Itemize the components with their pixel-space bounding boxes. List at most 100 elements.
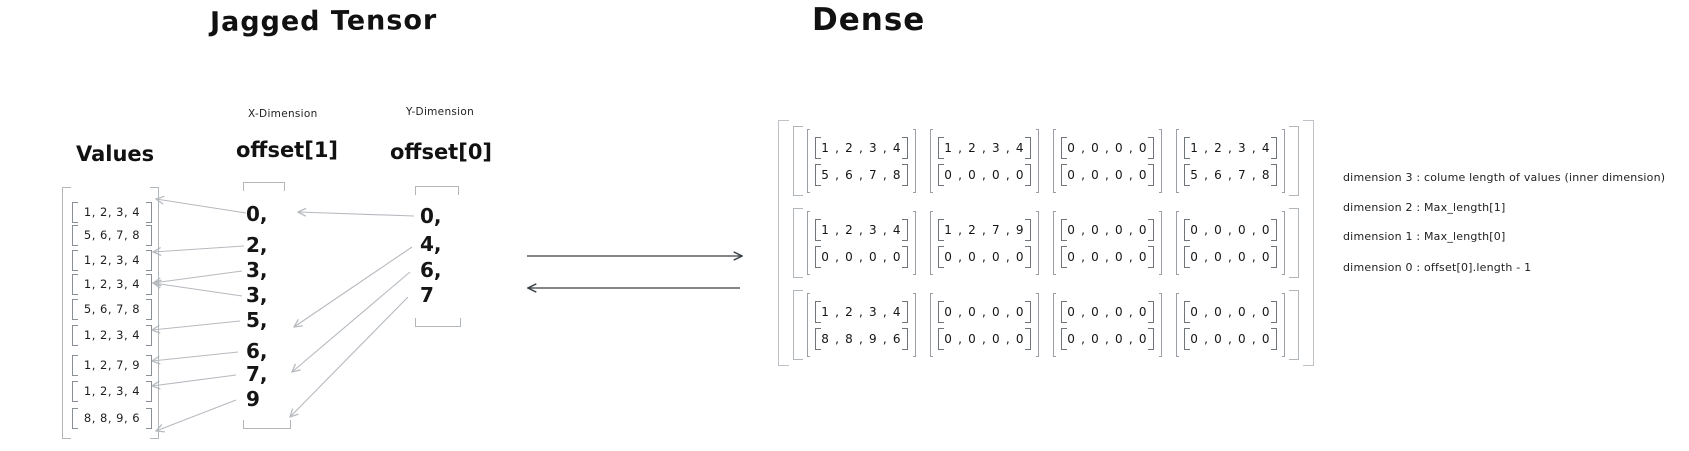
matrix-right-bracket-icon bbox=[1281, 211, 1285, 275]
right-bracket-icon bbox=[146, 202, 152, 223]
row-left-bracket-icon bbox=[793, 208, 803, 278]
matrix-left-bracket-icon bbox=[1176, 129, 1180, 193]
row-right-bracket-icon bbox=[1289, 290, 1299, 360]
vector-left-bracket-icon bbox=[938, 245, 945, 268]
values-row-text: 5, 6, 7, 8 bbox=[83, 228, 141, 242]
matrix-right-bracket-icon bbox=[1158, 129, 1162, 193]
vector-right-bracket-icon bbox=[1270, 136, 1277, 159]
annotation-dimension-1: dimension 1 : Max_length[0] bbox=[1343, 230, 1506, 243]
vector-left-bracket-icon bbox=[938, 300, 945, 323]
dense-title: Dense bbox=[812, 2, 926, 38]
vector-right-bracket-icon bbox=[901, 218, 908, 241]
vector-left-bracket-icon bbox=[1184, 218, 1191, 241]
vector-values: 1 , 2 , 7 , 9 bbox=[944, 222, 1025, 237]
dense-matrix: 1 , 2 , 3 , 4 5 , 6 , 7 , 8 bbox=[1176, 126, 1285, 196]
vector-right-bracket-icon bbox=[1147, 136, 1154, 159]
vector-right-bracket-icon bbox=[901, 136, 908, 159]
dense-matrix: 0 , 0 , 0 , 0 0 , 0 , 0 , 0 bbox=[1053, 126, 1162, 196]
values-row-text: 5, 6, 7, 8 bbox=[83, 302, 141, 316]
vector-left-bracket-icon bbox=[815, 300, 822, 323]
values-row-text: 1, 2, 3, 4 bbox=[83, 253, 141, 267]
vector-values: 1 , 2 , 3 , 4 bbox=[1190, 140, 1271, 155]
dense-matrix: 1 , 2 , 3 , 4 0 , 0 , 0 , 0 bbox=[930, 126, 1039, 196]
values-row: 1, 2, 7, 9 bbox=[72, 355, 152, 376]
offset1-bottom-bracket-icon bbox=[243, 420, 291, 429]
values-row-text: 8, 8, 9, 6 bbox=[83, 411, 141, 425]
matrix-left-bracket-icon bbox=[930, 211, 934, 275]
vector-left-bracket-icon bbox=[815, 163, 822, 186]
vector-values: 0 , 0 , 0 , 0 bbox=[1190, 249, 1271, 264]
vector-values: 0 , 0 , 0 , 0 bbox=[944, 167, 1025, 182]
vector-right-bracket-icon bbox=[1270, 327, 1277, 350]
values-outer-right-bracket bbox=[150, 187, 159, 439]
vector-values: 1 , 2 , 3 , 4 bbox=[821, 140, 902, 155]
right-bracket-icon bbox=[146, 381, 152, 402]
conversion-arrows bbox=[527, 256, 742, 288]
vector-right-bracket-icon bbox=[1024, 300, 1031, 323]
row-right-bracket-icon bbox=[1289, 126, 1299, 196]
left-bracket-icon bbox=[72, 325, 78, 346]
vector-right-bracket-icon bbox=[1024, 327, 1031, 350]
annotation-dimension-0: dimension 0 : offset[0].length - 1 bbox=[1343, 261, 1532, 274]
offset0-bottom-bracket-icon bbox=[415, 318, 461, 327]
vector-values: 0 , 0 , 0 , 0 bbox=[1190, 331, 1271, 346]
matrix-right-bracket-icon bbox=[1158, 293, 1162, 357]
x-dimension-label: X-Dimension bbox=[248, 108, 318, 120]
vector-values: 1 , 2 , 3 , 4 bbox=[821, 222, 902, 237]
dense-row: 1 , 2 , 3 , 4 0 , 0 , 0 , 0 1 , 2 , 7 , … bbox=[793, 208, 1299, 278]
vector-right-bracket-icon bbox=[1147, 218, 1154, 241]
left-bracket-icon bbox=[72, 202, 78, 223]
vector-values: 0 , 0 , 0 , 0 bbox=[1067, 249, 1148, 264]
matrix-right-bracket-icon bbox=[1035, 211, 1039, 275]
vector-values: 5 , 6 , 7 , 8 bbox=[1190, 167, 1271, 182]
values-row: 8, 8, 9, 6 bbox=[72, 408, 152, 429]
matrix-right-bracket-icon bbox=[912, 293, 916, 357]
matrix-right-bracket-icon bbox=[912, 211, 916, 275]
values-row-text: 1, 2, 7, 9 bbox=[83, 358, 141, 372]
values-outer-left-bracket bbox=[62, 187, 71, 439]
offset1-item: 2, bbox=[246, 233, 268, 257]
vector-right-bracket-icon bbox=[901, 163, 908, 186]
vector-right-bracket-icon bbox=[1270, 163, 1277, 186]
vector-left-bracket-icon bbox=[1184, 136, 1191, 159]
matrix-left-bracket-icon bbox=[1053, 129, 1057, 193]
values-label: Values bbox=[76, 142, 155, 166]
values-row: 1, 2, 3, 4 bbox=[72, 274, 152, 295]
vector-values: 0 , 0 , 0 , 0 bbox=[944, 304, 1025, 319]
annotation-dimension-3: dimension 3 : colume length of values (i… bbox=[1343, 171, 1666, 184]
left-bracket-icon bbox=[72, 299, 78, 320]
left-bracket-icon bbox=[72, 408, 78, 429]
matrix-left-bracket-icon bbox=[807, 293, 811, 357]
offset1-item: 3, bbox=[246, 283, 268, 307]
y-dimension-label: Y-Dimension bbox=[406, 106, 475, 118]
dense-matrix: 1 , 2 , 3 , 4 0 , 0 , 0 , 0 bbox=[807, 208, 916, 278]
offset1-item: 0, bbox=[246, 202, 268, 226]
left-bracket-icon bbox=[72, 274, 78, 295]
right-bracket-icon bbox=[146, 250, 152, 271]
matrix-left-bracket-icon bbox=[1053, 293, 1057, 357]
values-row: 1, 2, 3, 4 bbox=[72, 202, 152, 223]
vector-left-bracket-icon bbox=[1061, 245, 1068, 268]
row-left-bracket-icon bbox=[793, 290, 803, 360]
dense-matrix: 0 , 0 , 0 , 0 0 , 0 , 0 , 0 bbox=[930, 290, 1039, 360]
vector-left-bracket-icon bbox=[815, 245, 822, 268]
dense-row: 1 , 2 , 3 , 4 5 , 6 , 7 , 8 1 , 2 , 3 , … bbox=[793, 126, 1299, 196]
vector-right-bracket-icon bbox=[1147, 300, 1154, 323]
left-bracket-icon bbox=[72, 381, 78, 402]
vector-left-bracket-icon bbox=[938, 136, 945, 159]
values-row-text: 1, 2, 3, 4 bbox=[83, 384, 141, 398]
offset0-item: 6, bbox=[420, 258, 442, 282]
vector-left-bracket-icon bbox=[1061, 218, 1068, 241]
vector-values: 0 , 0 , 0 , 0 bbox=[1067, 331, 1148, 346]
dense-matrix: 1 , 2 , 3 , 4 5 , 6 , 7 , 8 bbox=[807, 126, 916, 196]
row-left-bracket-icon bbox=[793, 126, 803, 196]
offset0-to-offset1-arrows bbox=[290, 212, 415, 417]
vector-right-bracket-icon bbox=[1270, 218, 1277, 241]
values-row: 5, 6, 7, 8 bbox=[72, 299, 152, 320]
vector-right-bracket-icon bbox=[1147, 327, 1154, 350]
offset1-top-bracket-icon bbox=[243, 182, 285, 191]
vector-left-bracket-icon bbox=[1061, 163, 1068, 186]
vector-values: 0 , 0 , 0 , 0 bbox=[1067, 140, 1148, 155]
dense-outer-right-bracket bbox=[1303, 120, 1314, 366]
values-row: 1, 2, 3, 4 bbox=[72, 325, 152, 346]
